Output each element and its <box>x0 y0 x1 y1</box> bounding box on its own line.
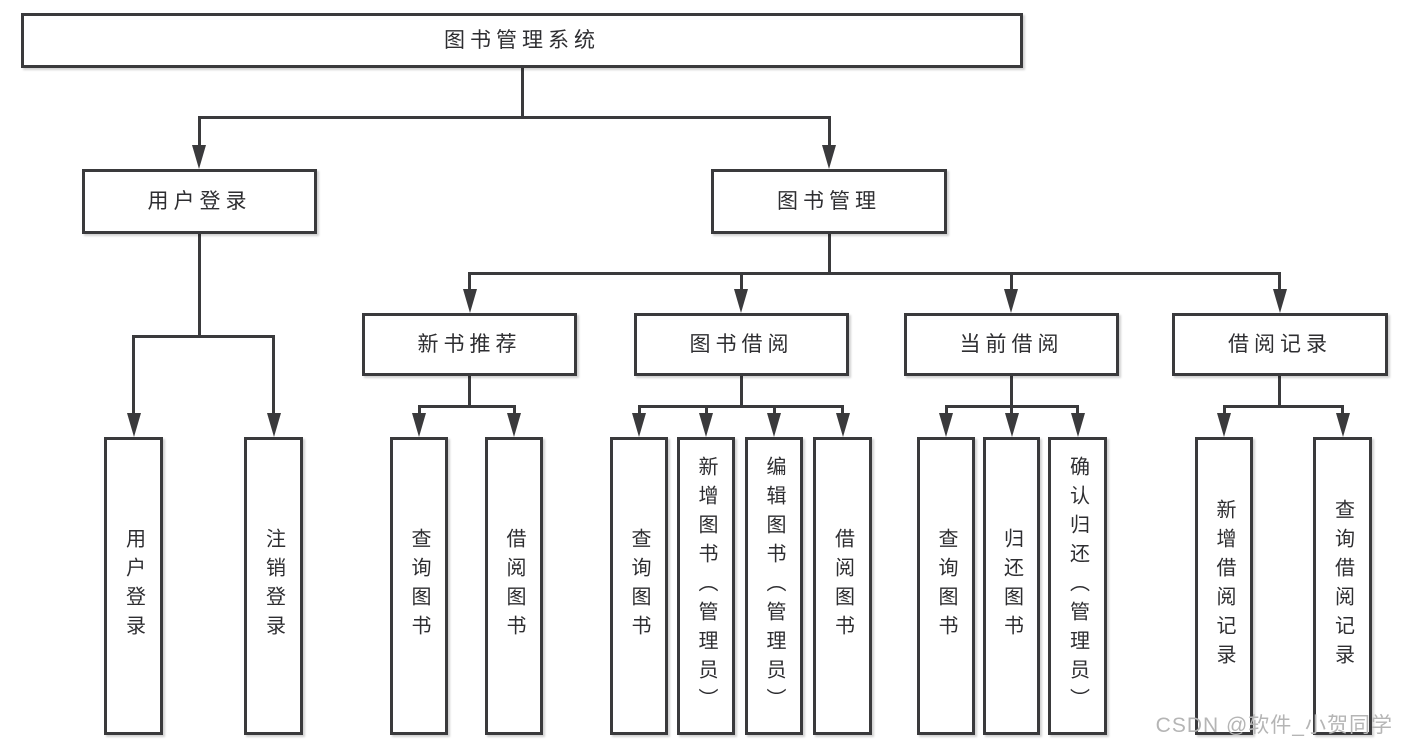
node-book-borrowing: 图书借阅 <box>634 313 849 376</box>
arrowhead-icon <box>462 289 477 313</box>
connector-shaft <box>739 273 743 295</box>
arrowhead-icon <box>266 413 281 437</box>
connector-bar <box>197 115 831 119</box>
connector-stub <box>827 234 831 273</box>
connector-shaft <box>468 273 471 295</box>
arrowhead-icon <box>1335 413 1350 437</box>
connector-shaft <box>841 406 844 419</box>
connector-stub <box>468 376 471 406</box>
arrowhead-icon <box>767 413 781 437</box>
node-label: 借阅图书 <box>831 528 854 644</box>
leaf-current-return-books: 归还图书 <box>983 437 1040 735</box>
connector-shaft <box>1278 273 1281 295</box>
node-label: 查询借阅记录 <box>1331 499 1354 673</box>
node-new-book-recommendation: 新书推荐 <box>362 313 577 376</box>
arrowhead-icon <box>192 145 206 169</box>
connector-shaft <box>512 406 516 419</box>
node-label: 借阅图书 <box>503 528 525 644</box>
node-library-management-system: 图书管理系统 <box>21 13 1023 68</box>
connector-stub <box>1278 376 1281 406</box>
connector-shaft <box>1076 406 1079 419</box>
node-current-borrowing: 当前借阅 <box>904 313 1119 376</box>
arrowhead-icon <box>699 413 713 437</box>
connector-shaft <box>637 406 641 419</box>
connector-bar <box>132 334 275 338</box>
connector-stub <box>1009 376 1013 406</box>
connector-bar <box>417 404 516 408</box>
leaf-logout: 注销登录 <box>244 437 303 735</box>
node-label: 借阅记录 <box>1228 333 1332 356</box>
leaf-borrowing-borrow-books: 借阅图书 <box>813 437 872 735</box>
node-label: 新增借阅记录 <box>1213 499 1235 673</box>
leaf-recommend-query-books: 查询图书 <box>390 437 448 735</box>
connector-shaft <box>1009 273 1013 295</box>
arrowhead-icon <box>1004 289 1018 313</box>
leaf-current-query-books: 查询图书 <box>917 437 975 735</box>
connector-shaft <box>944 406 948 419</box>
leaf-user-login: 用户登录 <box>104 437 163 735</box>
connector-shaft <box>1222 406 1226 419</box>
node-label: 归还图书 <box>1000 528 1023 644</box>
arrowhead-icon <box>1217 413 1231 437</box>
connector-shaft <box>827 117 831 151</box>
node-label: 注销登录 <box>262 528 285 644</box>
arrowhead-icon <box>126 413 141 437</box>
connector-shaft <box>772 406 776 419</box>
connector-shaft <box>417 406 421 419</box>
connector-shaft <box>1010 406 1013 419</box>
connector-bar <box>637 404 844 408</box>
arrowhead-icon <box>835 413 850 437</box>
leaf-records-add-borrow-record: 新增借阅记录 <box>1195 437 1253 735</box>
leaf-borrowing-query-books: 查询图书 <box>610 437 668 735</box>
connector-bar <box>1222 404 1344 408</box>
arrowhead-icon <box>1272 289 1287 313</box>
arrowhead-icon <box>1004 413 1019 437</box>
connector-shaft <box>704 406 708 419</box>
connector-stub <box>520 68 524 117</box>
connector-stub <box>197 234 201 336</box>
node-label: 编辑图书（管理员） <box>763 455 785 717</box>
connector-shaft <box>132 336 135 419</box>
arrowhead-icon <box>507 413 521 437</box>
node-label: 新增图书（管理员） <box>695 455 717 717</box>
leaf-records-query-borrow-record: 查询借阅记录 <box>1313 437 1372 735</box>
node-label: 图书管理系统 <box>444 29 600 52</box>
node-borrowing-records: 借阅记录 <box>1172 313 1388 376</box>
watermark: CSDN @软件_小贺同学 <box>1155 714 1393 737</box>
arrowhead-icon <box>632 413 646 437</box>
node-label: 新书推荐 <box>417 333 522 356</box>
node-label: 查询图书 <box>935 528 957 644</box>
connector-shaft <box>1341 406 1344 419</box>
arrowhead-icon <box>412 413 426 437</box>
node-book-management: 图书管理 <box>711 169 947 234</box>
leaf-borrowing-add-books-admin: 新增图书（管理员） <box>677 437 735 735</box>
node-label: 图书管理 <box>777 190 881 213</box>
node-label: 当前借阅 <box>959 333 1064 356</box>
node-label: 查询图书 <box>408 528 430 644</box>
arrowhead-icon <box>734 289 748 313</box>
arrowhead-icon <box>939 413 953 437</box>
connector-stub <box>739 376 743 406</box>
connector-bar <box>468 271 1281 275</box>
leaf-current-confirm-return-admin: 确认归还（管理员） <box>1048 437 1107 735</box>
node-label: 确认归还（管理员） <box>1066 455 1089 717</box>
node-label: 用户登录 <box>122 528 145 644</box>
leaf-recommend-borrow-books: 借阅图书 <box>485 437 543 735</box>
arrowhead-icon <box>1070 413 1085 437</box>
connector-shaft <box>197 117 201 151</box>
node-label: 查询图书 <box>628 528 650 644</box>
node-label: 图书借阅 <box>689 333 794 356</box>
arrowhead-icon <box>822 145 836 169</box>
node-label: 用户登录 <box>147 190 252 213</box>
node-user-login: 用户登录 <box>82 169 317 234</box>
connector-shaft <box>272 336 275 419</box>
leaf-borrowing-edit-books-admin: 编辑图书（管理员） <box>745 437 803 735</box>
